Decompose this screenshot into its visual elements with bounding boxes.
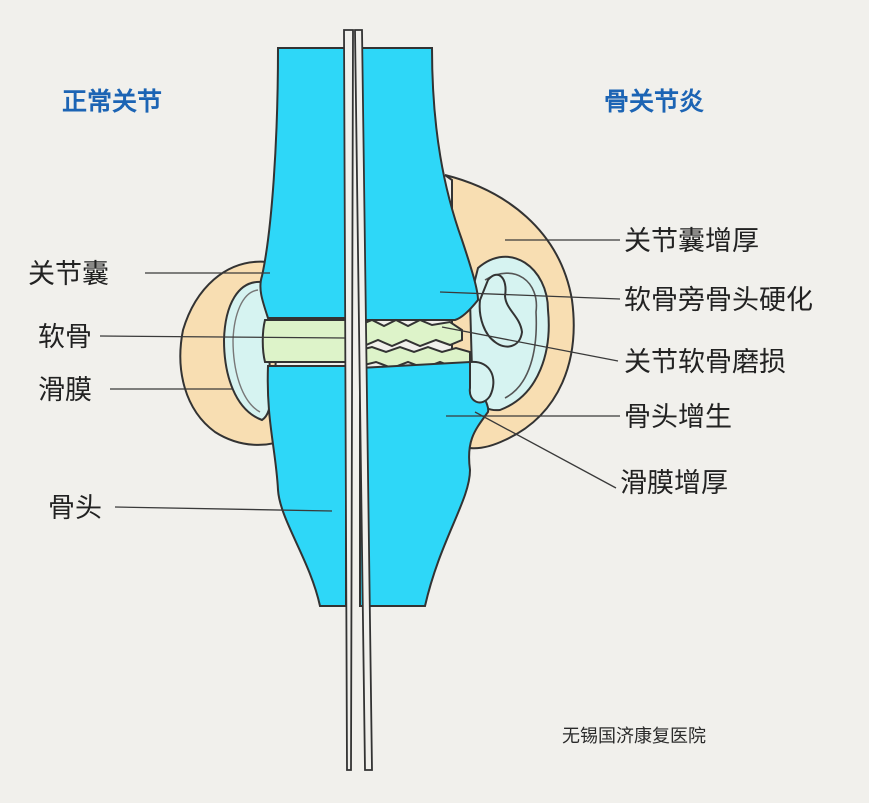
label-cartilage: 软骨 xyxy=(38,322,92,353)
left-upper-bone xyxy=(259,47,347,319)
center-divider-right xyxy=(354,29,373,771)
left-synovium-lining xyxy=(232,289,261,413)
right-lower-bone xyxy=(359,360,490,607)
leader-cartilage xyxy=(99,335,346,339)
heading-normal-joint: 正常关节 xyxy=(62,87,162,116)
right-osteophyte-upper xyxy=(478,273,524,348)
label-synovium-thickening: 滑膜增厚 xyxy=(620,468,728,499)
center-divider xyxy=(343,29,354,771)
label-cartilage-wear: 关节软骨磨损 xyxy=(624,347,786,378)
left-lower-bone xyxy=(266,365,347,607)
left-cartilage xyxy=(261,319,347,363)
right-thickened-synovium xyxy=(484,272,538,399)
label-osteophyte: 骨头增生 xyxy=(624,402,732,433)
heading-osteoarthritis: 骨关节炎 xyxy=(604,87,704,116)
leader-subchondral-sclerosis xyxy=(439,291,621,300)
right-worn-cartilage xyxy=(359,318,463,348)
label-synovium: 滑膜 xyxy=(38,375,92,406)
label-capsule-thickening: 关节囊增厚 xyxy=(624,226,759,257)
right-osteophyte-lower xyxy=(468,360,495,404)
leader-synovium-thickening xyxy=(474,411,617,489)
label-bone: 骨头 xyxy=(48,493,102,524)
label-subchondral-sclerosis: 软骨旁骨头硬化 xyxy=(624,285,813,316)
leader-cartilage-wear xyxy=(441,326,619,362)
label-joint-capsule: 关节囊 xyxy=(28,259,109,290)
right-upper-bone xyxy=(359,47,480,321)
hospital-credit: 无锡国济康复医院 xyxy=(562,726,706,747)
leader-bone xyxy=(114,506,333,512)
